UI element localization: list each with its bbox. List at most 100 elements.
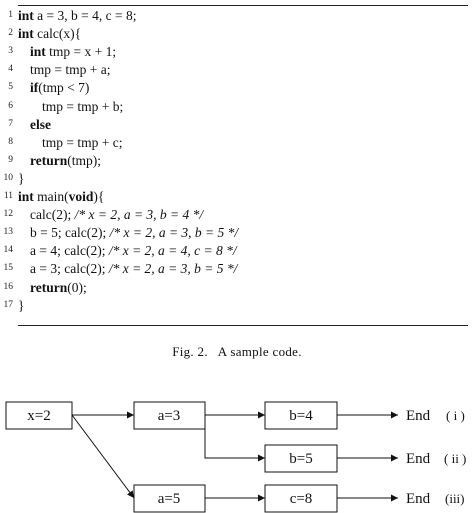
code-token: } xyxy=(18,297,25,313)
code-line: 2 int calc(x){ xyxy=(0,25,474,43)
code-text: calc(2); /* x = 2, a = 3, b = 4 */ xyxy=(30,206,203,224)
code-line: 12 calc(2); /* x = 2, a = 3, b = 4 */ xyxy=(0,206,474,224)
end-label-3: End xyxy=(406,491,431,507)
code-text: return(tmp); xyxy=(30,152,101,170)
code-text: a = 3; calc(2); /* x = 2, a = 3, b = 5 *… xyxy=(30,260,237,278)
listing-top-rule xyxy=(18,5,468,6)
code-token: tmp = tmp + b; xyxy=(42,98,124,114)
code-token: a = 4; calc(2); xyxy=(30,243,109,259)
code-token: tmp = x + 1; xyxy=(45,44,117,60)
code-token: ){ xyxy=(93,189,105,204)
keyword: int xyxy=(30,44,46,60)
code-text: tmp = tmp + b; xyxy=(42,98,123,116)
line-number: 8 xyxy=(8,136,13,147)
keyword: return xyxy=(30,279,68,295)
line-number: 16 xyxy=(3,281,14,292)
node-box-c8 xyxy=(264,484,338,513)
code-text: int main(void){ xyxy=(18,188,104,206)
comment: /* x = 2, a = 3, b = 5 */ xyxy=(109,225,239,241)
line-number: 10 xyxy=(3,172,14,183)
line-number: 2 xyxy=(8,28,13,39)
end-label-2: End xyxy=(406,451,431,467)
code-line: 8 tmp = tmp + c; xyxy=(0,134,474,152)
keyword: else xyxy=(30,116,51,132)
code-text: b = 5; calc(2); /* x = 2, a = 3, b = 5 *… xyxy=(30,224,238,242)
code-text: return(0); xyxy=(30,279,87,297)
comment: /* x = 2, a = 3, b = 5 */ xyxy=(108,261,238,277)
code-text: tmp = tmp + c; xyxy=(42,134,122,152)
comment: /* x = 2, a = 3, b = 4 */ xyxy=(74,207,204,223)
line-number: 17 xyxy=(3,299,14,310)
line-number: 14 xyxy=(3,245,14,256)
node-box-x2 xyxy=(5,401,73,430)
keyword: return xyxy=(30,152,68,168)
code-token: a = 3, b = 4, c = 8; xyxy=(33,8,137,23)
keyword: int xyxy=(18,189,34,204)
line-number: 4 xyxy=(8,64,13,75)
code-token: a = 3; calc(2); xyxy=(30,261,109,277)
keyword: int xyxy=(18,26,34,42)
node-box-a5 xyxy=(133,484,206,513)
line-number: 5 xyxy=(8,82,13,93)
node-c8: c=8 xyxy=(290,491,313,507)
line-number: 1 xyxy=(8,10,13,20)
node-box-b4 xyxy=(264,401,338,430)
edge-x2-a5 xyxy=(71,414,135,499)
code-text: tmp = tmp + a; xyxy=(30,61,110,79)
node-a3: a=3 xyxy=(158,408,181,424)
code-line: 1 int a = 3, b = 4, c = 8; xyxy=(0,7,474,25)
line-number: 11 xyxy=(3,191,13,201)
edge-a3-b5 xyxy=(204,415,265,462)
path-label-ii: ( ii ) xyxy=(444,451,466,466)
code-text: int a = 3, b = 4, c = 8; xyxy=(18,7,136,25)
code-token: calc(2); xyxy=(30,207,75,223)
code-token: tmp = tmp + a; xyxy=(30,62,111,78)
end-label-1: End xyxy=(406,408,431,424)
code-line: 14 a = 4; calc(2); /* x = 2, a = 4, c = 8… xyxy=(0,242,474,260)
code-line: 4 tmp = tmp + a; xyxy=(0,61,474,79)
code-text: } xyxy=(18,297,24,315)
line-number: 12 xyxy=(3,209,14,220)
line-number: 9 xyxy=(8,154,13,165)
code-line: 5 if(tmp < 7) xyxy=(0,79,474,97)
code-token: main( xyxy=(33,189,69,204)
node-x2: x=2 xyxy=(27,408,50,424)
code-text: a = 4; calc(2); /* x = 2, a = 4, c = 8 *… xyxy=(30,242,237,260)
comment: /* x = 2, a = 4, c = 8 */ xyxy=(108,243,237,259)
execution-path-diagram: x=2 a=3 b=4 b=5 a=5 c=8 End End End ( i … xyxy=(5,401,466,513)
line-number: 7 xyxy=(8,118,13,129)
node-box-b5 xyxy=(264,444,338,473)
code-line: 17} xyxy=(0,297,474,315)
node-box-a3 xyxy=(133,401,206,430)
code-text: if(tmp < 7) xyxy=(30,79,89,97)
code-token: (tmp < 7) xyxy=(38,80,90,96)
code-token: (tmp); xyxy=(67,152,101,168)
code-line: 3 int tmp = x + 1; xyxy=(0,43,474,61)
code-line: 16 return(0); xyxy=(0,279,474,297)
code-text: int tmp = x + 1; xyxy=(30,43,116,61)
code-token: calc(x){ xyxy=(33,26,82,42)
keyword: if xyxy=(30,80,39,96)
code-token: (0); xyxy=(67,279,87,295)
keyword: void xyxy=(68,189,94,204)
path-label-i: ( i ) xyxy=(446,408,465,423)
code-text: } xyxy=(18,170,24,188)
line-number: 3 xyxy=(8,46,13,57)
code-line: 10} xyxy=(0,170,474,188)
keyword: int xyxy=(18,8,34,23)
code-line: 11 int main(void){ xyxy=(0,188,474,206)
node-a5: a=5 xyxy=(158,491,181,507)
listing-bottom-rule xyxy=(18,325,468,326)
line-number: 13 xyxy=(3,227,14,238)
code-token: tmp = tmp + c; xyxy=(42,134,123,150)
code-text: int calc(x){ xyxy=(18,25,81,43)
code-line: 13 b = 5; calc(2); /* x = 2, a = 3, b = 5… xyxy=(0,224,474,242)
code-token: } xyxy=(18,170,25,186)
code-text: else xyxy=(30,116,51,134)
code-line: 7 else xyxy=(0,116,474,134)
code-token: b = 5; calc(2); xyxy=(30,225,110,241)
path-label-iii: (iii) xyxy=(445,491,465,506)
